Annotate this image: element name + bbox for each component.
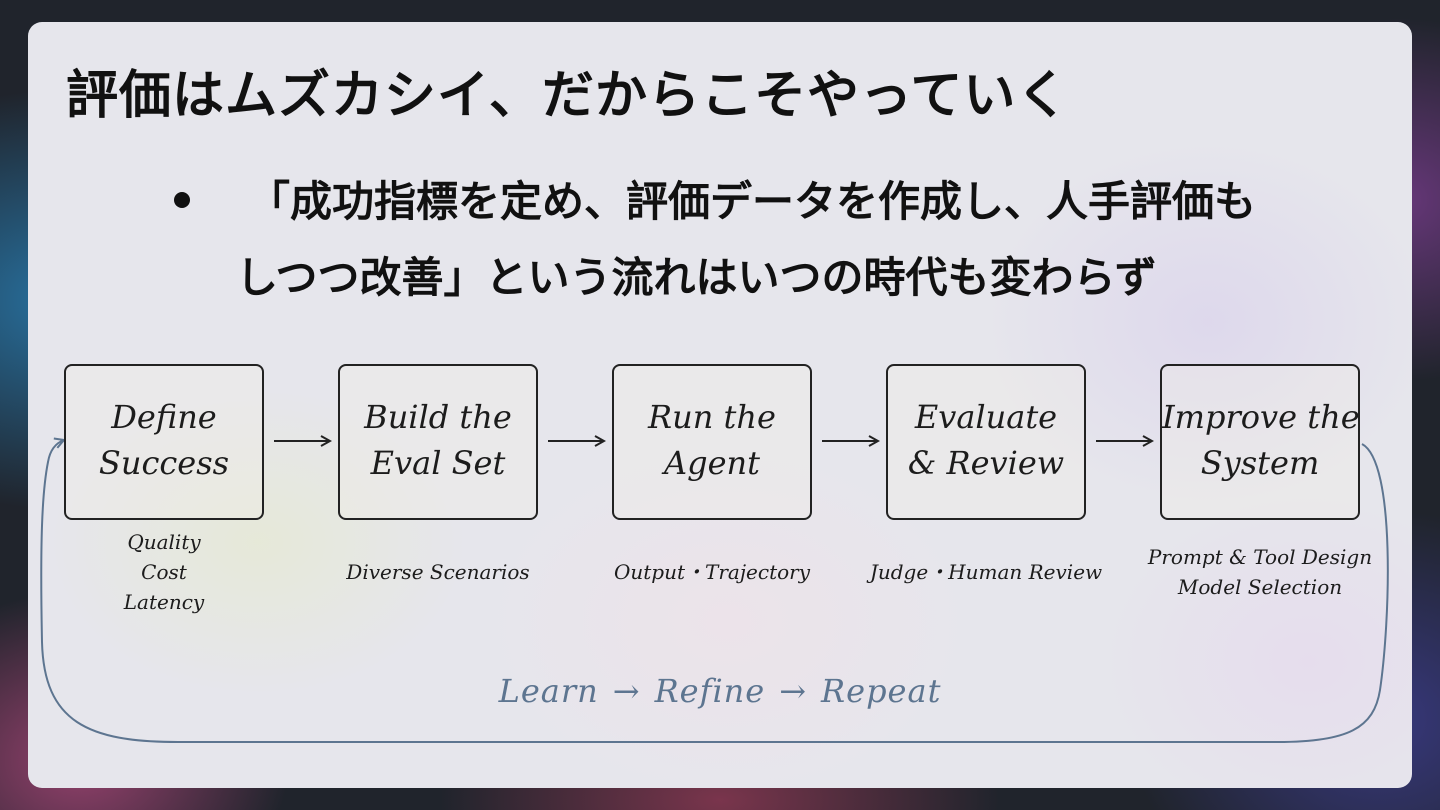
step-title-line: Improve the [1162,398,1360,436]
bullet-line-1: 「成功指標を定め、評価データを作成し、人手評価も [248,177,1257,226]
step-title-line: System [1200,444,1320,482]
step-title: Run the Agent [614,394,810,486]
bullet-text: 「成功指標を定め、評価データを作成し、人手評価も しつつ改善」という流れはいつの… [236,164,1356,316]
slide-title: 評価はムズカシイ、だからこそやっていく [66,66,1070,126]
step-note-build-eval-set: Diverse Scenarios [308,557,568,587]
step-run-the-agent: Run the Agent [612,364,812,520]
step-note-line: Diverse Scenarios [346,560,530,584]
step-title: Evaluate & Review [888,394,1084,486]
bullet-line-2: しつつ改善」という流れはいつの時代も変わらず [236,253,1157,302]
step-note-line: Model Selection [1177,575,1343,599]
step-title-line: Success [98,444,230,482]
step-title: Define Success [66,394,262,486]
step-title: Improve the System [1162,394,1360,486]
loop-label-learn: Learn [498,672,599,710]
step-title-line: Run the [648,398,776,436]
step-define-success: Define Success [64,364,264,520]
step-note-line: Judge・Human Review [869,560,1103,584]
step-build-eval-set: Build the Eval Set [338,364,538,520]
step-title-line: Build the [364,398,512,436]
loop-label: Learn → Refine → Repeat [28,672,1412,710]
loop-separator-2: → [779,672,808,710]
step-note-line: Output・Trajectory [613,560,811,584]
step-note-line: Quality [127,530,201,554]
bullet-dot [174,192,190,208]
step-note-run-the-agent: Output・Trajectory [582,557,842,587]
step-evaluate-review: Evaluate & Review [886,364,1086,520]
step-note-improve-the-system: Prompt & Tool Design Model Selection [1120,542,1400,602]
step-title-line: Define [111,398,217,436]
loop-separator-1: → [612,672,641,710]
feedback-loop-arrow [40,440,1389,743]
step-note-define-success: Quality Cost Latency [34,527,294,617]
step-title-line: & Review [907,444,1065,482]
step-title: Build the Eval Set [340,394,536,486]
loop-label-refine: Refine [654,672,766,710]
step-title-line: Evaluate [914,398,1058,436]
loop-label-repeat: Repeat [821,672,942,710]
step-title-line: Agent [664,444,760,482]
step-note-line: Prompt & Tool Design [1147,545,1373,569]
step-title-line: Eval Set [370,444,506,482]
flow-diagram [40,22,1389,743]
step-improve-the-system: Improve the System [1160,364,1360,520]
step-note-line: Cost [141,560,187,584]
step-note-evaluate-review: Judge・Human Review [856,557,1116,587]
slide-card: 評価はムズカシイ、だからこそやっていく 「成功指標を定め、評価データを作成し、人… [28,22,1412,788]
step-note-line: Latency [123,590,205,614]
